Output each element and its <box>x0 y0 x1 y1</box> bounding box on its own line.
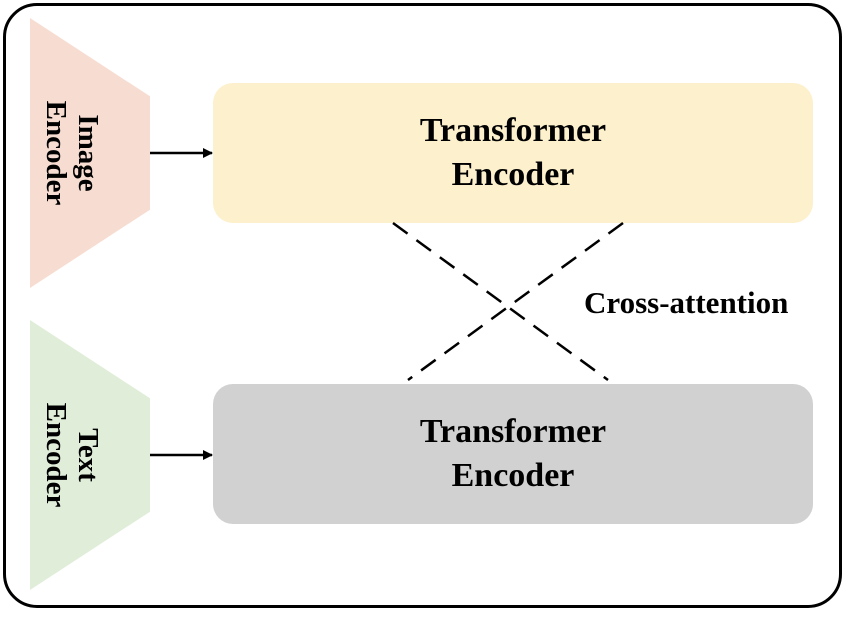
transformer-encoder-top: Transformer Encoder <box>213 83 813 223</box>
transformer-top-line1: Transformer <box>419 112 607 149</box>
transformer-top-line2: Encoder <box>451 156 575 193</box>
transformer-bottom-line2: Encoder <box>451 457 575 494</box>
transformer-encoder-bottom: Transformer Encoder <box>213 384 813 524</box>
diagram-frame <box>3 3 842 608</box>
cross-attention-line-1 <box>392 221 609 382</box>
transformer-bottom-line1: Transformer <box>419 413 607 450</box>
cross-attention-label: Cross-attention <box>584 285 789 320</box>
cross-attention-line-2 <box>407 221 624 382</box>
